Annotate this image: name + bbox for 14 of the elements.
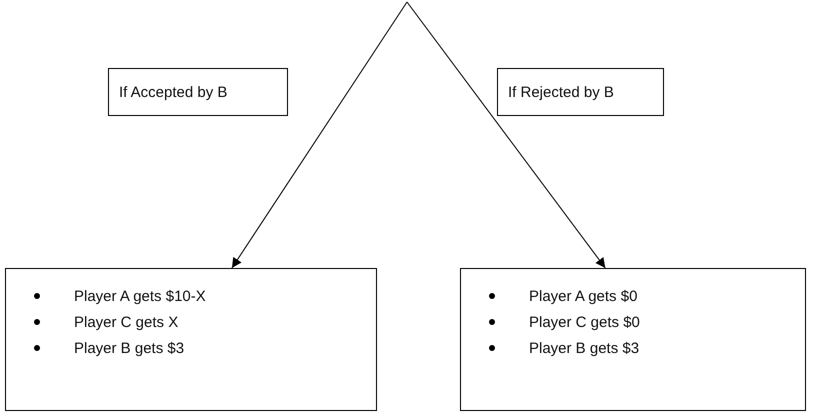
payoff-text: Player A gets $0 <box>529 288 638 304</box>
payoff-text: Player A gets $10-X <box>74 288 206 304</box>
arrow <box>231 2 408 268</box>
payoff-text: Player C gets $0 <box>529 314 640 330</box>
payoff-text: Player C gets X <box>74 314 178 330</box>
condition-text: If Accepted by B <box>119 84 228 100</box>
outcome-box <box>5 268 377 411</box>
arrow <box>406 2 606 268</box>
payoff-text: Player B gets $3 <box>529 340 640 356</box>
condition-box <box>497 68 664 116</box>
condition-box <box>108 68 288 116</box>
outcome-box <box>460 268 806 411</box>
condition-text: If Rejected by B <box>508 84 615 100</box>
payoff-text: Player B gets $3 <box>74 340 184 356</box>
